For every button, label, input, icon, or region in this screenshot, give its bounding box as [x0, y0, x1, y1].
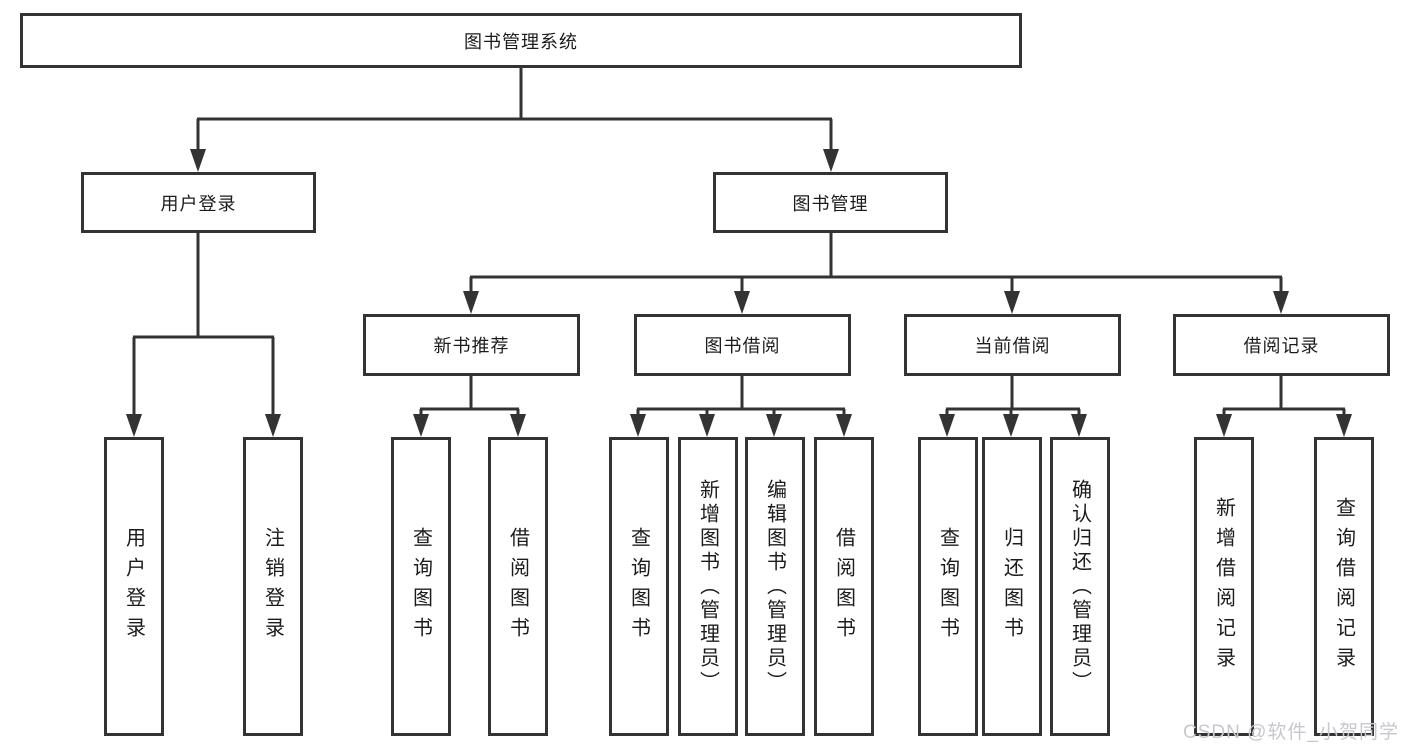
arrow-icon [1216, 414, 1232, 437]
node-new-book-recommend: 新书推荐 [363, 314, 580, 376]
arrow-icon [126, 414, 142, 437]
arrow-icon [1003, 414, 1019, 437]
arrow-icon [413, 414, 429, 437]
arrow-icon [699, 414, 715, 437]
node-leaf-records-add: 新增借阅记录 [1194, 437, 1254, 736]
node-leaf-current-confirm-admin: 确认归还（管理员） [1050, 437, 1110, 736]
node-leaf-current-return: 归还图书 [982, 437, 1042, 736]
node-leaf-records-query: 查询借阅记录 [1314, 437, 1374, 736]
node-leaf-user-login: 用户登录 [104, 437, 164, 736]
tree-edges [132, 68, 1346, 417]
node-leaf-borrow-query: 查询图书 [609, 437, 669, 736]
arrow-icon [1273, 291, 1289, 314]
arrow-icon [836, 414, 852, 437]
arrow-icon [190, 149, 206, 172]
csdn-watermark: CSDN @软件_小贺同学 [1183, 722, 1399, 743]
node-leaf-newbook-borrow: 借阅图书 [488, 437, 548, 736]
arrow-icon [630, 414, 646, 437]
arrow-icon [1071, 414, 1087, 437]
node-leaf-logout: 注销登录 [243, 437, 303, 736]
node-leaf-borrow-book: 借阅图书 [814, 437, 874, 736]
arrow-icon [265, 414, 281, 437]
arrow-icon [463, 291, 479, 314]
arrow-icon [939, 414, 955, 437]
arrow-icon [1004, 291, 1020, 314]
node-leaf-borrow-add-admin: 新增图书（管理员） [678, 437, 738, 736]
arrow-icon [734, 291, 750, 314]
node-current-borrow: 当前借阅 [904, 314, 1121, 376]
arrowheads [126, 149, 1352, 437]
node-book-borrow: 图书借阅 [634, 314, 851, 376]
node-leaf-borrow-edit-admin: 编辑图书（管理员） [745, 437, 805, 736]
node-root: 图书管理系统 [20, 13, 1022, 68]
node-leaf-current-query: 查询图书 [918, 437, 978, 736]
arrow-icon [510, 414, 526, 437]
arrow-icon [823, 149, 839, 172]
node-borrow-records: 借阅记录 [1173, 314, 1390, 376]
node-book-management: 图书管理 [713, 172, 948, 233]
arrow-icon [1336, 414, 1352, 437]
node-user-login: 用户登录 [81, 172, 316, 233]
node-leaf-newbook-query: 查询图书 [391, 437, 451, 736]
arrow-icon [766, 414, 782, 437]
